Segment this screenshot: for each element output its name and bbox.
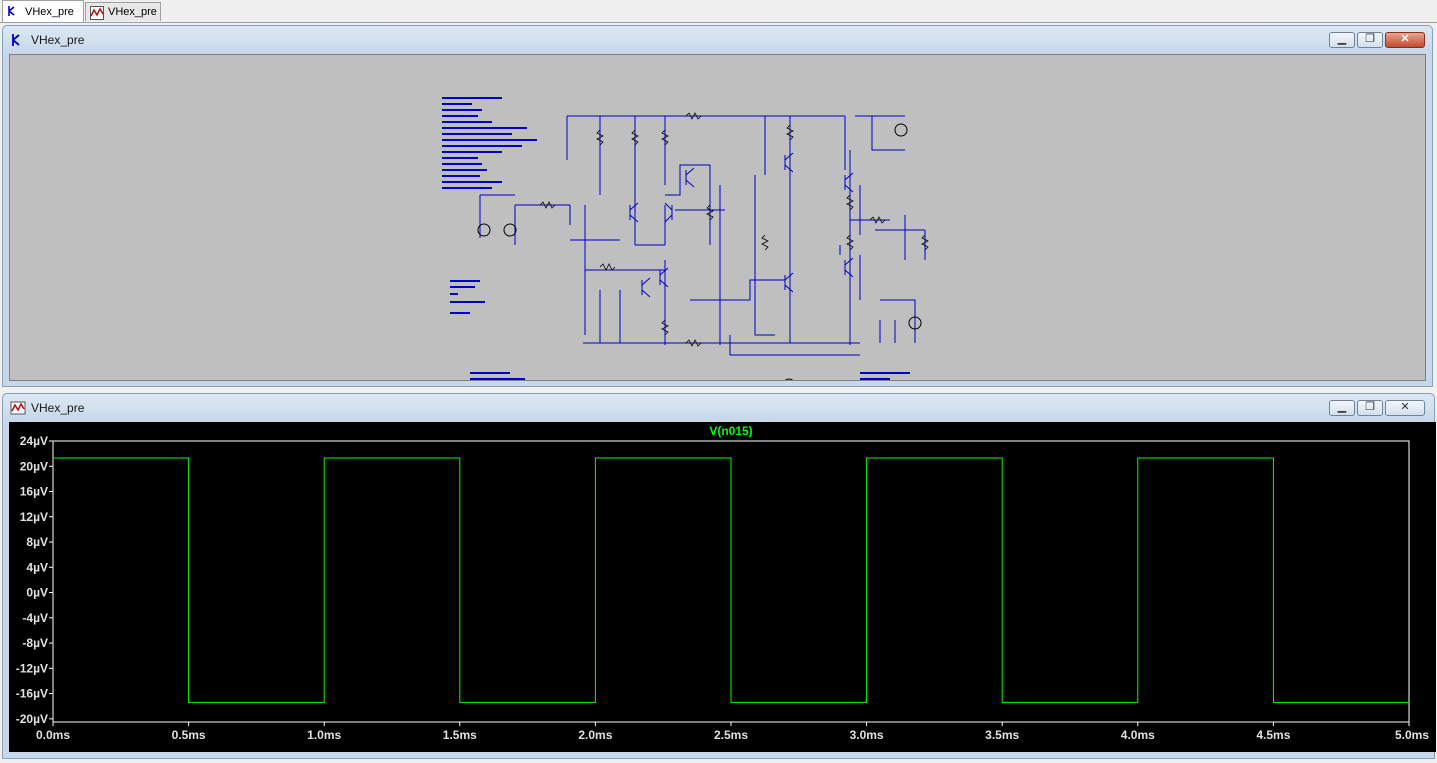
waveform-icon	[10, 401, 26, 415]
restore-icon: ❐	[1365, 33, 1375, 45]
tab-waveform[interactable]: VHex_pre	[85, 2, 161, 21]
restore-button[interactable]: ❐	[1357, 32, 1383, 48]
tab-schematic[interactable]: VHex_pre	[2, 0, 84, 22]
x-tick-label: 0.0ms	[36, 728, 70, 742]
minimize-button[interactable]: ▁	[1329, 400, 1355, 416]
restore-button[interactable]: ❐	[1357, 400, 1383, 416]
y-tick-label: -12µV	[16, 661, 48, 675]
x-tick-label: 3.5ms	[985, 728, 1019, 742]
close-button[interactable]: ✕	[1385, 400, 1425, 416]
x-tick-label: 2.5ms	[714, 728, 748, 742]
tab-label: VHex_pre	[108, 6, 157, 18]
y-tick-label: -20µV	[16, 712, 48, 726]
plot-window-titlebar: VHex_pre ▁ ❐ ✕	[3, 394, 1434, 422]
y-tick-label: -4µV	[22, 611, 48, 625]
x-tick-label: 3.0ms	[850, 728, 884, 742]
restore-icon: ❐	[1365, 401, 1375, 413]
window-title: VHex_pre	[31, 401, 85, 415]
plot-window: VHex_pre ▁ ❐ ✕ V(n015) 24µV 20µV 16µV 12µV 8…	[2, 393, 1436, 759]
minimize-icon: ▁	[1337, 33, 1347, 45]
series-line	[53, 457, 1409, 703]
minimize-icon: ▁	[1337, 401, 1347, 413]
schematic-drawing	[442, 97, 929, 380]
x-tick-label: 4.0ms	[1121, 728, 1155, 742]
y-tick-label: 20µV	[20, 459, 48, 473]
schematic-canvas[interactable]	[9, 54, 1426, 381]
plot-area[interactable]: V(n015) 24µV 20µV 16µV 12µV 8µV 4µV 0µV -4µV -8µ…	[9, 422, 1436, 752]
schematic-icon	[12, 34, 20, 46]
y-tick-label: 12µV	[20, 510, 48, 524]
x-tick-label: 1.0ms	[307, 728, 341, 742]
waveform-plot: V(n015) 24µV 20µV 16µV 12µV 8µV 4µV 0µV -4µV -8µ…	[16, 424, 1430, 742]
schematic-window-titlebar: VHex_pre ▁ ❐ ✕	[3, 26, 1432, 54]
trace-label[interactable]: V(n015)	[709, 424, 752, 438]
schematic-icon	[8, 6, 15, 16]
y-tick-label: -16µV	[16, 687, 48, 701]
y-tick-label: -8µV	[22, 636, 48, 650]
close-button[interactable]: ✕	[1385, 32, 1425, 48]
y-tick-label: 8µV	[26, 535, 48, 549]
y-tick-label: 0µV	[26, 586, 48, 600]
series-group	[53, 457, 1409, 703]
x-tick-label: 5.0ms	[1395, 728, 1429, 742]
tab-label: VHex_pre	[25, 5, 74, 18]
x-tick-label: 2.0ms	[578, 728, 612, 742]
waveform-icon	[90, 6, 104, 20]
document-tab-bar: VHex_pre VHex_pre	[0, 0, 1437, 23]
close-icon: ✕	[1400, 401, 1410, 413]
close-icon: ✕	[1400, 33, 1410, 45]
y-tick-label: 16µV	[20, 485, 48, 499]
window-title: VHex_pre	[31, 33, 85, 47]
y-axis: 24µV 20µV 16µV 12µV 8µV 4µV 0µV -4µV -8µV -12µV -1…	[16, 434, 53, 726]
y-tick-label: 4µV	[26, 560, 48, 574]
minimize-button[interactable]: ▁	[1329, 32, 1355, 48]
x-tick-label: 4.5ms	[1256, 728, 1290, 742]
y-tick-label: 24µV	[20, 434, 48, 448]
x-tick-label: 1.5ms	[443, 728, 477, 742]
x-axis: 0.0ms 0.5ms 1.0ms 1.5ms 2.0ms 2.5ms 3.0ms 3.5ms…	[36, 722, 1429, 742]
x-tick-label: 0.5ms	[172, 728, 206, 742]
schematic-window: VHex_pre ▁ ❐ ✕	[2, 25, 1433, 387]
